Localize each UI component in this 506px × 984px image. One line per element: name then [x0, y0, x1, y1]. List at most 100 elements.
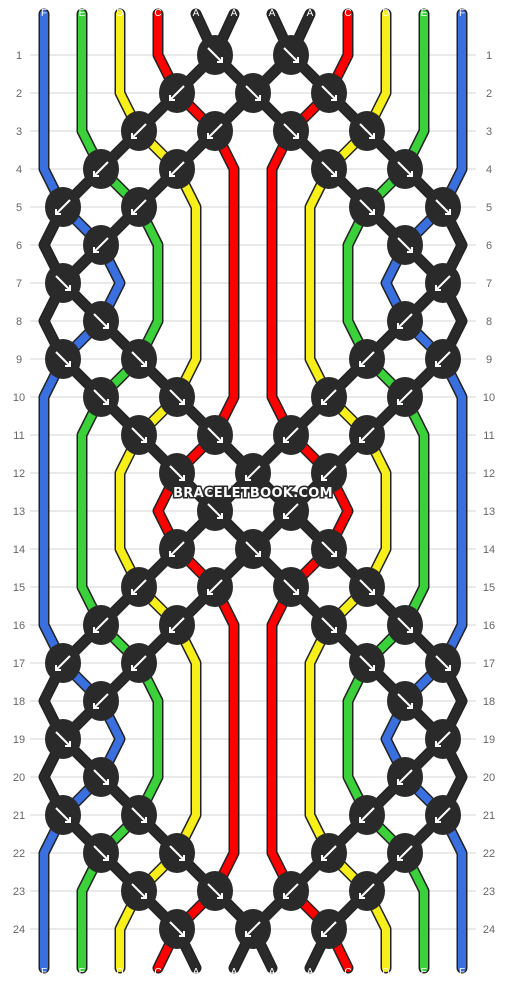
strand-label-bottom: F	[459, 967, 465, 978]
arrowhead-icon	[397, 323, 403, 329]
arrow-icon	[397, 313, 413, 329]
arrowhead-icon	[179, 855, 185, 861]
arrow-icon	[397, 161, 413, 177]
knot	[45, 187, 81, 227]
knot	[349, 643, 385, 683]
knot	[159, 149, 195, 189]
row-number: 10	[13, 392, 25, 404]
knot	[197, 35, 233, 75]
knot	[387, 377, 423, 417]
arrow-icon	[397, 845, 413, 861]
knot	[273, 111, 309, 151]
row-number: 3	[486, 126, 492, 138]
knot	[273, 567, 309, 607]
arrow-icon	[93, 769, 109, 785]
knot	[425, 795, 461, 835]
strand-label-bottom: E	[421, 967, 428, 978]
knot	[387, 301, 423, 341]
knot	[273, 415, 309, 455]
arrow-icon	[435, 275, 451, 291]
strand-label-bottom: C	[154, 967, 161, 978]
arrowhead-icon	[245, 475, 251, 481]
arrow-icon	[397, 389, 413, 405]
strand-label-top: A	[307, 8, 314, 19]
row-number: 9	[486, 354, 492, 366]
strand-label-bottom: C	[344, 967, 351, 978]
knot	[83, 225, 119, 265]
arrowhead-icon	[141, 817, 147, 823]
strand-label-top: D	[116, 8, 123, 19]
knot	[387, 605, 423, 645]
knot	[83, 681, 119, 721]
arrow-icon	[93, 693, 109, 709]
knot	[197, 567, 233, 607]
arrow-icon	[207, 579, 223, 595]
arrow-icon	[93, 313, 109, 329]
knot	[159, 833, 195, 873]
knot	[121, 871, 157, 911]
knot	[387, 225, 423, 265]
knot	[83, 833, 119, 873]
arrow-icon	[397, 237, 413, 253]
row-number: 12	[13, 468, 25, 480]
knot	[425, 339, 461, 379]
arrowhead-icon	[283, 437, 289, 443]
arrow-icon	[55, 655, 71, 671]
strand-label-bottom: D	[116, 967, 123, 978]
arrowhead-icon	[407, 703, 413, 709]
knot	[311, 377, 347, 417]
arrow-icon	[321, 389, 337, 405]
arrowhead-icon	[103, 399, 109, 405]
arrowhead-icon	[435, 817, 441, 823]
arrowhead-icon	[321, 931, 327, 937]
arrow-icon	[321, 541, 337, 557]
row-number: 17	[13, 658, 25, 670]
arrow-icon	[55, 275, 71, 291]
knot	[159, 605, 195, 645]
knot	[197, 111, 233, 151]
arrowhead-icon	[435, 741, 441, 747]
arrow-icon	[435, 731, 451, 747]
arrowhead-icon	[359, 893, 365, 899]
arrow-icon	[131, 351, 147, 367]
arrow-icon	[359, 579, 375, 595]
knot	[45, 643, 81, 683]
row-number: 7	[486, 278, 492, 290]
row-number: 1	[16, 50, 22, 62]
knot	[45, 339, 81, 379]
arrow-icon	[169, 389, 185, 405]
knot	[311, 453, 347, 493]
arrow-icon	[435, 807, 451, 823]
strand-label-top: F	[459, 8, 465, 19]
arrow-icon	[359, 427, 375, 443]
row-number: 23	[483, 886, 495, 898]
knot	[159, 377, 195, 417]
knot	[121, 111, 157, 151]
arrowhead-icon	[169, 171, 175, 177]
strand-label-bottom: A	[307, 967, 314, 978]
arrow-icon	[169, 161, 185, 177]
strand-label-top: C	[154, 8, 161, 19]
arrowhead-icon	[207, 133, 213, 139]
arrowhead-icon	[93, 171, 99, 177]
arrowhead-icon	[369, 209, 375, 215]
row-number: 11	[483, 430, 494, 442]
arrowhead-icon	[321, 855, 327, 861]
row-number: 23	[13, 886, 25, 898]
arrowhead-icon	[179, 399, 185, 405]
arrow-icon	[131, 123, 147, 139]
arrowhead-icon	[255, 95, 261, 101]
arrow-icon	[55, 731, 71, 747]
knot	[387, 681, 423, 721]
knot	[349, 795, 385, 835]
arrowhead-icon	[435, 361, 441, 367]
knot	[387, 833, 423, 873]
strand-label-top: C	[344, 8, 351, 19]
knots	[45, 35, 461, 949]
row-number: 3	[16, 126, 22, 138]
row-number: 20	[13, 772, 25, 784]
arrow-icon	[207, 47, 223, 63]
arrow-icon	[93, 617, 109, 633]
